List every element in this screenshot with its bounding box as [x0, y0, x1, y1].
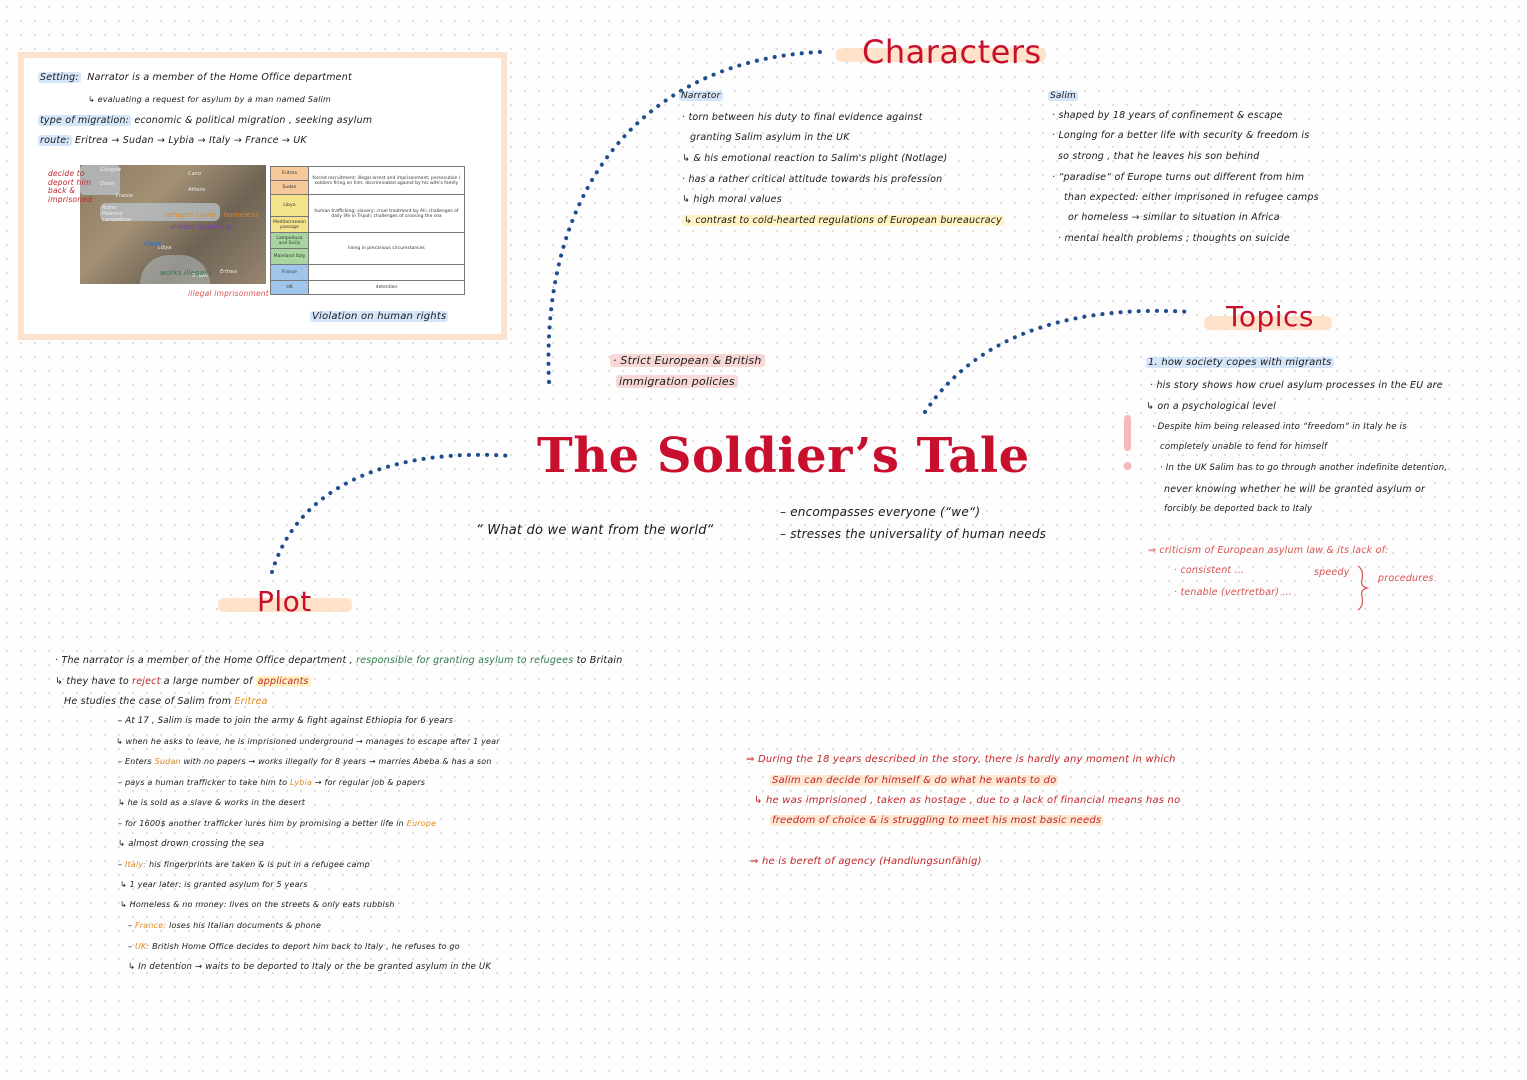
topic-criticism-item: · tenable (vertretbar) ...	[1174, 587, 1293, 598]
heading-highlight	[1204, 316, 1332, 330]
conclusion-line: freedom of choice & is struggling to mee…	[770, 815, 1104, 826]
connector-characters	[546, 50, 822, 384]
central-quote: “ What do we want from the world“	[476, 523, 714, 538]
salim-line: · mental health problems ; thoughts on s…	[1058, 233, 1290, 244]
narrator-line: ↳ high moral values	[682, 194, 782, 205]
topic-line: 1. how society copes with migrants	[1146, 357, 1334, 368]
map-note-almost: almost drowning	[170, 223, 232, 231]
plot-line: – pays a human trafficker to take him to…	[118, 778, 426, 787]
setting-caption: Violation on human rights	[310, 311, 449, 322]
topic-line: ↳ on a psychological level	[1146, 401, 1276, 412]
setting-line-4: route: Eritrea → Sudan → Lybia → Italy →…	[38, 135, 307, 146]
policy-note-2: immigration policies	[616, 375, 738, 388]
narrator-line: · torn between his duty to final evidenc…	[682, 112, 923, 123]
topic-line: · In the UK Salim has to go through anot…	[1160, 463, 1448, 473]
table-row: Mainland Italy	[270, 248, 309, 265]
conclusion-line: ↳ he was imprisioned , taken as hostage …	[754, 795, 1181, 806]
conclusion-line: ⇒ During the 18 years described in the s…	[746, 754, 1176, 765]
heading-characters: Characters	[862, 33, 1042, 71]
salim-line: · shaped by 18 years of confinement & es…	[1052, 110, 1283, 121]
map-note-illegal: illegal imprisonment	[188, 289, 269, 298]
narrator-line: ↳ contrast to cold-hearted regulations o…	[682, 215, 1005, 226]
heading-highlight	[836, 48, 1046, 62]
table-row: UK	[270, 280, 309, 295]
narrator-line: granting Salim asylum in the UK	[690, 132, 850, 143]
quote-note-1: – encompasses everyone (“we“)	[780, 505, 981, 519]
plot-line: · The narrator is a member of the Home O…	[55, 655, 623, 666]
setting-line-3: type of migration: economic & political …	[38, 115, 373, 126]
topic-line: never knowing whether he will be granted…	[1164, 484, 1426, 495]
connector-plot	[270, 452, 514, 574]
topic-criticism-item: · consistent ...	[1174, 565, 1245, 576]
map-note-decide: decide to deport him back & imprisoned	[48, 169, 92, 204]
table-row: Libya	[270, 194, 309, 217]
connector-topics	[923, 308, 1194, 414]
quote-note-2: – stresses the universality of human nee…	[780, 527, 1047, 541]
setting-line-2: ↳ evaluating a request for asylum by a m…	[88, 95, 332, 104]
table-row: Sudan	[270, 180, 309, 195]
salim-line: or homeless → similar to situation in Af…	[1068, 212, 1280, 223]
plot-line: He studies the case of Salim from Eritre…	[64, 696, 268, 707]
brace	[1357, 565, 1370, 611]
map-note-slave: slave	[143, 240, 163, 248]
plot-line: – UK: British Home Office decides to dep…	[128, 942, 460, 951]
plot-line: ↳ Homeless & no money: lives on the stre…	[120, 900, 395, 909]
table-row: Mediterranean passage	[270, 216, 309, 233]
topic-line: forcibly be deported back to Italy	[1164, 504, 1313, 514]
plot-line: – France: loses his Italian documents & …	[128, 921, 322, 930]
map-note-camp: refugee camp - homeless	[165, 211, 259, 219]
plot-line: ↳ In detention → waits to be deported to…	[128, 962, 492, 972]
plot-line: ↳ 1 year later: is granted asylum for 5 …	[120, 880, 308, 889]
conclusion-line: ⇒ he is bereft of agency (Handlungsunfäh…	[750, 856, 982, 867]
salim-label: Salim	[1048, 91, 1078, 101]
plot-line: – for 1600$ another trafficker lures him…	[118, 819, 437, 828]
topic-line: · Despite him being released into “freed…	[1152, 422, 1407, 432]
map-note-works: works illegally	[160, 269, 213, 277]
topic-criticism-item: speedy	[1314, 567, 1350, 578]
narrator-line: · has a rather critical attitude towards…	[682, 174, 943, 185]
conclusion-line: Salim can decide for himself & do what h…	[770, 775, 1059, 786]
heading-topics: Topics	[1226, 300, 1315, 333]
route-map: Glasgow Dover France Rome Palermo Lamped…	[80, 165, 266, 284]
salim-line: than expected: either imprisoned in refu…	[1064, 192, 1319, 203]
table-row: Eritrea	[270, 166, 309, 181]
topic-criticism-item: procedures	[1378, 573, 1434, 584]
policy-note-1: · Strict European & British	[610, 354, 765, 367]
table-row: France	[270, 264, 309, 281]
exclamation-mark	[1124, 415, 1131, 451]
topic-line: · his story shows how cruel asylum proce…	[1150, 380, 1443, 391]
salim-line: · Longing for a better life with securit…	[1052, 130, 1310, 141]
heading-highlight	[218, 598, 352, 612]
salim-line: so strong , that he leaves his son behin…	[1058, 151, 1260, 162]
table-row: Lampedusa and Sicily	[270, 232, 309, 249]
topic-criticism: ⇒ criticism of European asylum law & its…	[1148, 545, 1389, 556]
narrator-label: Narrator	[679, 91, 723, 101]
plot-line: – Italy: his fingerprints are taken & is…	[118, 860, 370, 869]
plot-line: ↳ they have to reject a large number of …	[55, 676, 311, 687]
page-title: The Soldier’s Tale	[537, 428, 1030, 484]
topic-line: completely unable to fend for himself	[1160, 442, 1328, 452]
plot-line: ↳ when he asks to leave, he is imprision…	[116, 737, 500, 746]
plot-line: – At 17 , Salim is made to join the army…	[118, 716, 454, 726]
heading-plot: Plot	[257, 585, 312, 618]
salim-line: · “paradise“ of Europe turns out differe…	[1052, 172, 1305, 183]
plot-line: ↳ he is sold as a slave & works in the d…	[118, 798, 306, 807]
plot-line: ↳ almost drown crossing the sea	[118, 839, 265, 849]
plot-line: – Enters Sudan with no papers → works il…	[118, 757, 492, 766]
setting-line-1: Setting: Narrator is a member of the Hom…	[38, 72, 352, 83]
narrator-line: ↳ & his emotional reaction to Salim's pl…	[682, 153, 948, 164]
